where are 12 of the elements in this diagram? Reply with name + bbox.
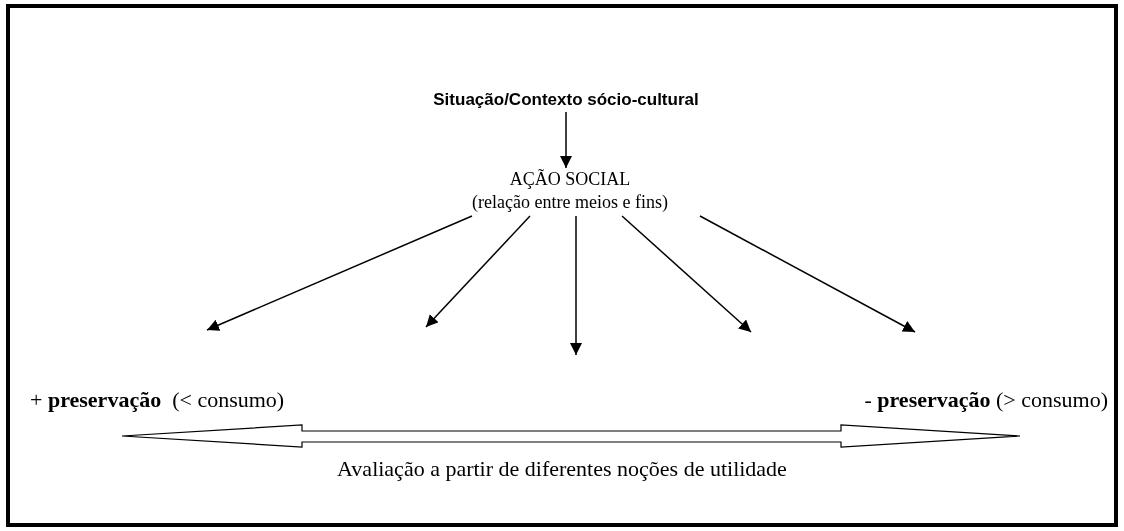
context-heading: Situação/Contexto sócio-cultural <box>433 89 699 111</box>
action-subtitle: (relação entre meios e fins) <box>472 191 668 214</box>
arrow <box>560 111 572 169</box>
preservation-label: + preservação (< consumo) <box>30 386 285 414</box>
preservation-label: - preservação (> consumo) <box>864 386 1108 414</box>
scale-caption: Avaliação a partir de diferentes noções de utilidade <box>336 455 788 483</box>
action-title: AÇÃO SOCIAL <box>509 168 631 191</box>
arrow <box>425 215 531 328</box>
arrow <box>699 215 916 333</box>
arrow <box>206 215 473 331</box>
arrow <box>621 215 752 333</box>
arrow <box>570 215 582 356</box>
